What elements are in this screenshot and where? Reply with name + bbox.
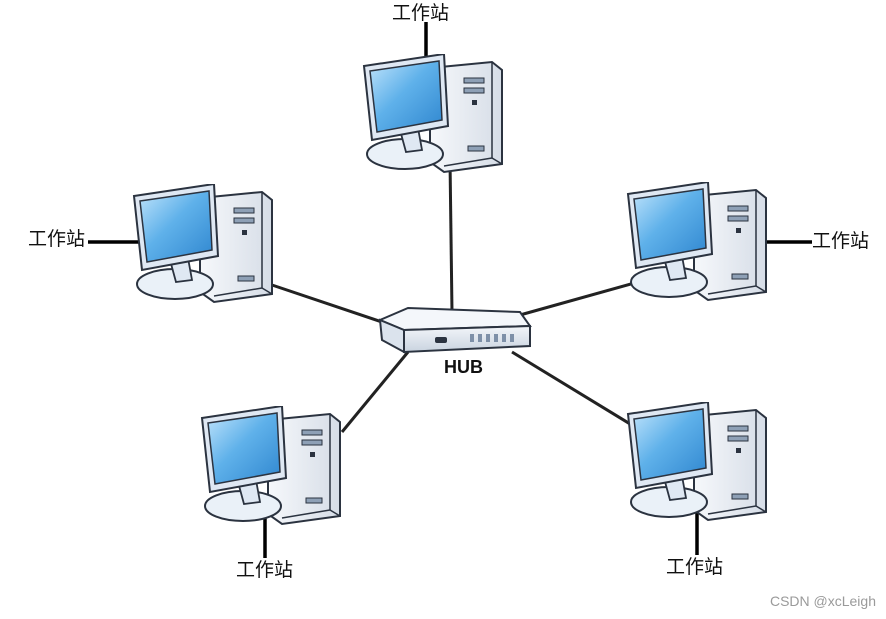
link-upper-right: [519, 280, 639, 317]
workstation-upper-left: [133, 184, 273, 303]
label-workstation-lower-left: 工作站: [236, 559, 294, 581]
connection-lines: [271, 159, 641, 433]
hub-label: HUB: [444, 357, 483, 377]
watermark: CSDN @xcLeigh: [769, 593, 876, 609]
hub-device: [377, 306, 532, 354]
label-workstation-upper-left: 工作站: [28, 228, 86, 250]
workstation-top: [363, 54, 503, 173]
workstation-upper-right: [627, 182, 767, 301]
label-workstation-upper-right: 工作站: [812, 230, 870, 252]
link-top: [448, 159, 454, 313]
workstation-lower-left: [201, 406, 341, 525]
label-workstation-top: 工作站: [392, 2, 450, 24]
workstation-lower-right: [627, 402, 767, 521]
link-lower-left: [340, 351, 410, 433]
label-workstation-lower-right: 工作站: [666, 556, 724, 578]
link-lower-right: [511, 350, 641, 432]
link-upper-left: [271, 283, 386, 325]
